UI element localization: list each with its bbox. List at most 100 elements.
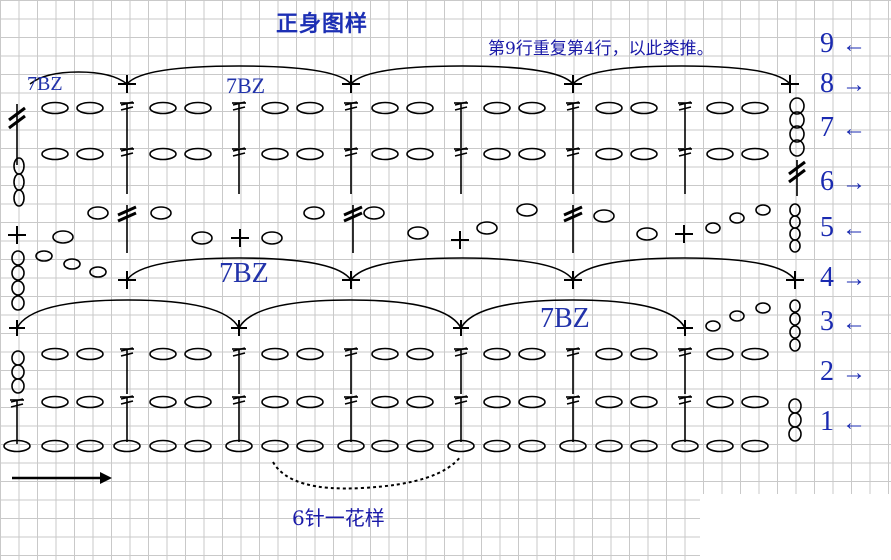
turning-chain bbox=[789, 325, 801, 339]
chain-stitch bbox=[63, 258, 81, 270]
chain-stitch bbox=[741, 347, 769, 361]
chain-stitch bbox=[296, 439, 324, 453]
chain-stitch bbox=[87, 206, 109, 220]
chain-stitch bbox=[483, 101, 511, 115]
chain-stitch bbox=[630, 101, 658, 115]
turning-chain bbox=[13, 189, 25, 207]
turning-chain bbox=[13, 173, 25, 191]
bz-label-row4: 7BZ bbox=[219, 258, 269, 289]
pattern-repeat-caption: 6针一花样 bbox=[292, 506, 385, 530]
chain-stitch bbox=[35, 250, 53, 262]
chain-stitch bbox=[729, 310, 745, 322]
chain-stitch bbox=[261, 147, 289, 161]
turning-chain bbox=[11, 364, 25, 380]
chain-stitch bbox=[149, 347, 177, 361]
chain-stitch bbox=[184, 395, 212, 409]
chain-stitch bbox=[303, 206, 325, 220]
chain-stitch bbox=[41, 347, 69, 361]
turning-chain bbox=[789, 215, 801, 229]
bz-label-row3: 7BZ bbox=[540, 303, 590, 334]
cluster-bar bbox=[8, 114, 26, 130]
cluster-bar bbox=[117, 205, 137, 217]
double-crochet-bar bbox=[232, 152, 246, 157]
chain-stitch bbox=[407, 226, 429, 240]
chain-stitch bbox=[406, 101, 434, 115]
chain-loop-arc bbox=[572, 65, 791, 85]
chain-stitch bbox=[595, 439, 623, 453]
bz-label-row8-left: 7BZ bbox=[27, 73, 63, 95]
double-crochet-bar bbox=[120, 152, 134, 157]
chain-stitch bbox=[225, 439, 253, 453]
chain-stitch bbox=[516, 203, 538, 217]
chain-stitch bbox=[191, 231, 213, 245]
cluster-bar bbox=[117, 211, 137, 223]
double-crochet-bar bbox=[344, 106, 358, 111]
double-crochet-bar bbox=[344, 400, 358, 405]
chain-stitch bbox=[729, 212, 745, 224]
chain-stitch bbox=[595, 347, 623, 361]
chain-stitch bbox=[630, 395, 658, 409]
chain-stitch bbox=[296, 395, 324, 409]
chain-loop-arc bbox=[572, 257, 796, 281]
chain-stitch bbox=[755, 204, 771, 216]
chain-stitch bbox=[406, 147, 434, 161]
chain-stitch bbox=[371, 347, 399, 361]
chain-stitch bbox=[76, 347, 104, 361]
row-label-6: 6→ bbox=[820, 166, 866, 197]
chain-stitch bbox=[630, 347, 658, 361]
chain-stitch bbox=[296, 347, 324, 361]
row-label-3: 3← bbox=[820, 306, 866, 337]
chain-stitch bbox=[371, 395, 399, 409]
turning-chain bbox=[11, 378, 25, 394]
cluster-bar bbox=[788, 160, 806, 176]
turning-chain bbox=[789, 338, 801, 352]
row-label-7: 7← bbox=[820, 112, 866, 143]
row-label-1: 1← bbox=[820, 406, 866, 437]
double-crochet-bar bbox=[120, 106, 134, 111]
chain-stitch bbox=[483, 347, 511, 361]
turning-chain bbox=[11, 265, 25, 281]
double-crochet-bar bbox=[566, 106, 580, 111]
chain-stitch bbox=[706, 439, 734, 453]
chain-loop-arc bbox=[460, 299, 686, 329]
chain-stitch bbox=[76, 101, 104, 115]
row-label-8: 8→ bbox=[820, 68, 866, 99]
chain-loop-arc bbox=[126, 257, 352, 281]
cluster-bar bbox=[563, 205, 583, 217]
turning-chain bbox=[789, 139, 805, 157]
chain-stitch bbox=[184, 439, 212, 453]
double-crochet-bar bbox=[678, 152, 692, 157]
turning-chain bbox=[789, 203, 801, 217]
chain-stitch bbox=[706, 347, 734, 361]
turning-chain bbox=[11, 295, 25, 311]
chain-stitch bbox=[447, 439, 475, 453]
chain-loop-arc bbox=[350, 65, 574, 85]
chain-stitch bbox=[518, 147, 546, 161]
chain-stitch bbox=[337, 439, 365, 453]
chain-stitch bbox=[595, 395, 623, 409]
double-crochet-bar bbox=[678, 400, 692, 405]
chain-stitch bbox=[41, 101, 69, 115]
chain-stitch bbox=[518, 395, 546, 409]
chain-stitch bbox=[149, 147, 177, 161]
chain-stitch bbox=[636, 227, 658, 241]
double-crochet-bar bbox=[120, 352, 134, 357]
chain-stitch bbox=[261, 439, 289, 453]
double-crochet-bar bbox=[344, 152, 358, 157]
turning-chain bbox=[788, 426, 802, 442]
chain-stitch bbox=[518, 101, 546, 115]
row-label-4: 4→ bbox=[820, 262, 866, 293]
chart-title: 正身图样 bbox=[276, 12, 369, 37]
double-crochet-bar bbox=[566, 352, 580, 357]
turning-chain bbox=[11, 250, 25, 266]
chain-stitch bbox=[296, 147, 324, 161]
double-crochet-bar bbox=[120, 400, 134, 405]
row-label-5: 5← bbox=[820, 212, 866, 243]
chain-stitch bbox=[261, 231, 283, 245]
turning-chain bbox=[789, 97, 805, 115]
turning-chain bbox=[788, 412, 802, 428]
chain-stitch bbox=[630, 147, 658, 161]
cluster-bar bbox=[8, 106, 26, 122]
chain-stitch bbox=[706, 147, 734, 161]
